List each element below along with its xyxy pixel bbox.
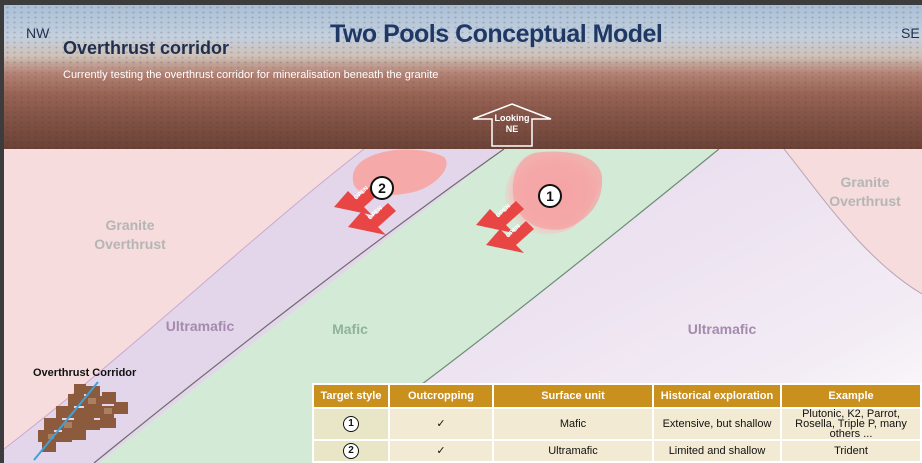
inset-title: Overthrust Corridor	[33, 367, 137, 379]
direction-se-label: SE	[901, 25, 920, 41]
ultramafic-left-label: Ultramafic	[165, 318, 235, 334]
target-badge: 2	[343, 443, 359, 459]
granite-overthrust-right-label: Granite Overthrust	[829, 174, 901, 209]
banner-haze	[4, 65, 922, 149]
caption: Currently testing the overthrust corrido…	[63, 69, 439, 81]
target-2-badge: 2	[370, 176, 394, 200]
ultramafic-right-label: Ultramafic	[687, 321, 757, 337]
cell-target: 2	[312, 439, 390, 463]
header-example: Example	[780, 383, 922, 409]
subtitle: Overthrust corridor	[63, 38, 230, 58]
table-row: 1 ✓ Mafic Extensive, but shallow Plutoni…	[312, 407, 922, 441]
cell-exploration: Extensive, but shallow	[652, 407, 782, 441]
target-summary-table: Target style Outcropping Surface unit Hi…	[312, 383, 922, 463]
main-title: Two Pools Conceptual Model	[330, 20, 663, 48]
cell-surface-unit: Ultramafic	[492, 439, 654, 463]
looking-direction-label: Looking NE	[472, 113, 552, 135]
table-row: 2 ✓ Ultramafic Limited and shallow Tride…	[312, 439, 922, 463]
header-surface-unit: Surface unit	[492, 383, 654, 409]
cell-example: Trident	[780, 439, 922, 463]
frame-border-top	[0, 0, 922, 5]
cell-exploration: Limited and shallow	[652, 439, 782, 463]
cell-target: 1	[312, 407, 390, 441]
header-outcropping: Outcropping	[388, 383, 494, 409]
target-1-badge: 1	[538, 184, 562, 208]
looking-arrow-icon	[472, 103, 552, 147]
table-header-row: Target style Outcropping Surface unit Hi…	[312, 383, 922, 409]
looking-line-2: NE	[505, 124, 519, 134]
looking-line-1: Looking	[494, 113, 530, 123]
inset-map	[33, 381, 128, 461]
direction-nw-label: NW	[26, 25, 50, 41]
cell-outcropping: ✓	[388, 439, 494, 463]
target-badge: 1	[343, 416, 359, 432]
banner-texture	[4, 5, 922, 149]
granite-overthrust-left-label: Granite Overthrust	[94, 217, 166, 252]
cell-outcropping: ✓	[388, 407, 494, 441]
cell-surface-unit: Mafic	[492, 407, 654, 441]
granite-overthrust-right-area	[784, 149, 922, 294]
landscape-banner	[4, 5, 922, 149]
cell-example: Plutonic, K2, Parrot, Rosella, Triple P,…	[780, 407, 922, 441]
header-target-style: Target style	[312, 383, 390, 409]
ultramafic-left-band	[4, 149, 504, 463]
frame-border-left	[0, 0, 4, 463]
header-historical-exploration: Historical exploration	[652, 383, 782, 409]
mafic-label: Mafic	[332, 321, 368, 337]
